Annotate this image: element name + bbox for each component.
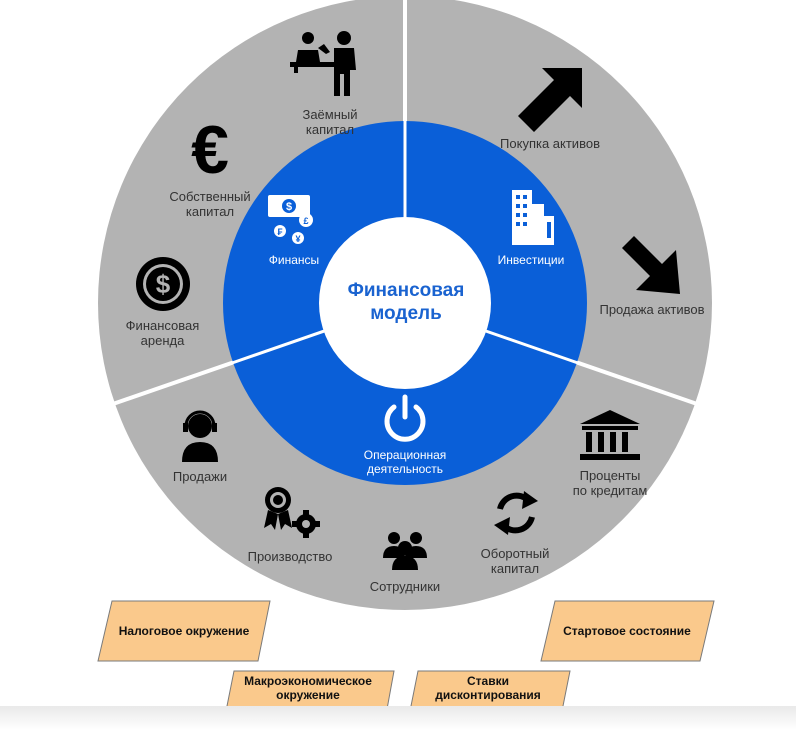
refresh-icon	[494, 491, 538, 535]
svg-text:€: €	[191, 112, 229, 188]
outer-label-loan-line1: Заёмный	[302, 107, 358, 122]
outer-label-working-capital: Оборотный капитал	[465, 546, 565, 576]
outer-label-asset-sale: Продажа активов	[587, 302, 717, 317]
money-exchange-icon: $ £ ₣ ¥	[268, 195, 313, 244]
factor-discount-line1: Ставки	[467, 674, 509, 688]
outer-label-loan: Заёмный капитал	[280, 107, 380, 137]
outer-label-production: Производство	[235, 549, 345, 564]
euro-icon: €	[191, 112, 229, 188]
outer-label-sales: Продажи	[155, 469, 245, 484]
arrow-down-right-icon	[622, 236, 680, 294]
outer-label-employees: Сотрудники	[355, 579, 455, 594]
center-title-line1: Финансовая	[347, 280, 465, 301]
factor-discount-line2: дисконтирования	[435, 688, 541, 702]
outer-label-loan-interest-line1: Проценты	[579, 468, 641, 483]
inner-label-finance: Финансы	[254, 253, 334, 267]
outer-label-employees-line1: Сотрудники	[369, 579, 441, 594]
factor-shape-start	[540, 600, 715, 662]
outer-label-equity-line1: Собственный	[169, 189, 251, 204]
outer-label-asset-purchase-line1: Покупка активов	[500, 136, 600, 151]
outer-label-equity-line2: капитал	[185, 204, 235, 219]
outer-label-leasing: Финансовая аренда	[110, 318, 215, 348]
outer-label-loan-interest-line2: по кредитам	[572, 483, 648, 498]
outer-label-working-capital-line2: капитал	[490, 561, 540, 576]
svg-text:$: $	[156, 269, 171, 299]
factor-macro: Макроэкономическое окружение	[224, 671, 392, 705]
inner-label-operations-line1: Операционная	[363, 448, 447, 462]
center-circle	[319, 217, 491, 389]
center-title-line2: модель	[370, 303, 442, 324]
outer-label-equity: Собственный капитал	[155, 189, 265, 219]
inner-label-finance-text: Финансы	[268, 253, 320, 267]
factor-macro-line1: Макроэкономическое	[244, 674, 372, 688]
arrow-up-right-icon	[518, 68, 582, 132]
inner-label-operations-line2: деятельность	[366, 462, 444, 476]
factor-start-line1: Стартовое состояние	[563, 624, 691, 638]
factor-discount: Ставки дисконтирования	[408, 671, 568, 705]
bottom-fade	[0, 706, 796, 730]
meeting-people-icon	[290, 31, 356, 96]
svg-text:£: £	[303, 216, 308, 226]
factor-macro-line2: окружение	[276, 688, 340, 702]
inner-label-operations: Операционная деятельность	[350, 448, 460, 476]
inner-label-investments-text: Инвестиции	[497, 253, 565, 267]
people-group-icon	[383, 532, 427, 570]
svg-text:¥: ¥	[295, 234, 300, 244]
outer-label-asset-sale-line1: Продажа активов	[599, 302, 705, 317]
svg-text:$: $	[286, 201, 292, 213]
outer-label-working-capital-line1: Оборотный	[480, 546, 550, 561]
factor-tax: Налоговое окружение	[100, 601, 268, 661]
factor-start: Стартовое состояние	[543, 601, 711, 661]
buildings-icon	[512, 190, 554, 245]
factor-shape-tax	[97, 600, 271, 662]
dollar-coin-icon: $	[136, 257, 190, 311]
outer-label-loan-interest: Проценты по кредитам	[560, 468, 660, 498]
award-gear-icon	[264, 487, 320, 538]
svg-text:₣: ₣	[277, 227, 282, 237]
outer-label-sales-line1: Продажи	[172, 469, 228, 484]
bank-icon	[580, 410, 640, 460]
factor-tax-line1: Налоговое окружение	[118, 624, 250, 638]
outer-label-loan-line2: капитал	[305, 122, 355, 137]
inner-label-investments: Инвестиции	[485, 253, 577, 267]
outer-label-asset-purchase: Покупка активов	[485, 136, 615, 151]
power-icon	[384, 394, 426, 442]
outer-label-leasing-line1: Финансовая	[125, 318, 200, 333]
headset-operator-icon	[182, 410, 218, 462]
outer-label-leasing-line2: аренда	[140, 333, 185, 348]
outer-label-production-line1: Производство	[247, 549, 333, 564]
center-title: Финансовая модель	[300, 279, 512, 325]
